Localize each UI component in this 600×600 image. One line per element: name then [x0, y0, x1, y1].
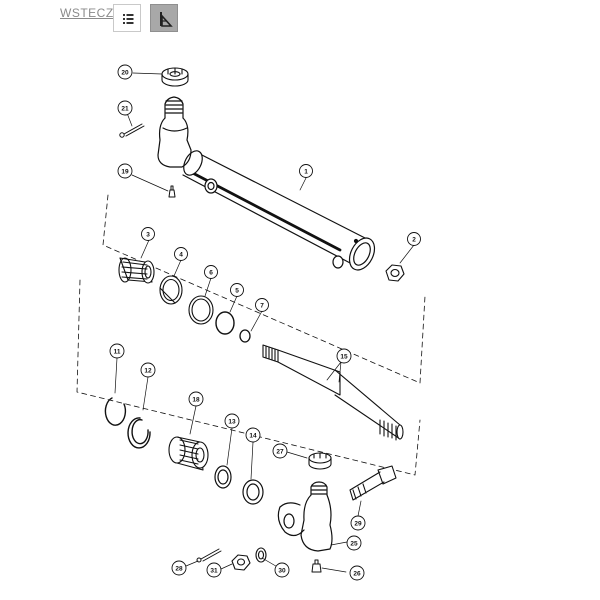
svg-text:6: 6 [209, 270, 213, 277]
callout-27: 27 [272, 443, 288, 459]
part-26-grease-fitting [311, 559, 322, 573]
callout-12: 12 [140, 362, 156, 378]
callout-20: 20 [117, 64, 133, 80]
svg-text:14: 14 [249, 433, 257, 440]
leader-lines [114, 72, 415, 573]
callout-30: 30 [274, 562, 290, 578]
part-28-cotter-pin [196, 548, 222, 563]
svg-text:27: 27 [276, 449, 284, 456]
callout-15: 15 [336, 348, 352, 364]
callout-29: 29 [350, 515, 366, 531]
part-13-seal-ring [214, 465, 232, 489]
svg-text:25: 25 [350, 541, 358, 548]
svg-text:30: 30 [278, 568, 286, 575]
svg-text:15: 15 [340, 354, 348, 361]
svg-text:12: 12 [144, 368, 152, 375]
part-4-seal-ring [159, 275, 183, 305]
callout-18: 18 [188, 391, 204, 407]
svg-text:31: 31 [210, 568, 218, 575]
callout-2: 2 [407, 232, 421, 246]
part-27-castle-nut [308, 452, 332, 470]
callout-6: 6 [204, 265, 218, 279]
back-link[interactable]: WSTECZ [60, 6, 114, 20]
part-12-snap-ring [127, 417, 151, 449]
part-2-hex-nut [385, 264, 405, 282]
list-icon [123, 14, 134, 24]
part-20-castle-nut [161, 67, 189, 87]
diagram-icon [160, 12, 173, 27]
svg-text:28: 28 [175, 566, 183, 573]
part-3-gland [118, 257, 155, 284]
callout-5: 5 [230, 283, 244, 297]
diagram-view-button[interactable] [150, 4, 178, 32]
callout-4: 4 [174, 247, 188, 261]
svg-text:20: 20 [121, 70, 129, 77]
part-31-hex-nut [231, 554, 251, 571]
svg-text:13: 13 [228, 419, 236, 426]
part-1-cylinder-housing [157, 96, 376, 271]
callout-13: 13 [224, 413, 240, 429]
svg-text:7: 7 [260, 303, 264, 310]
callout-31: 31 [206, 562, 222, 578]
callout-25: 25 [346, 535, 362, 551]
part-29-bolt [349, 465, 397, 501]
svg-text:18: 18 [192, 397, 200, 404]
svg-text:5: 5 [235, 288, 239, 295]
part-15-piston-rod [262, 344, 404, 441]
part-30-washer [255, 547, 267, 563]
svg-text:29: 29 [354, 521, 362, 528]
callout-28: 28 [171, 560, 187, 576]
parts-diagram: 20 21 19 1 2 3 4 6 5 7 15 11 12 18 13 14… [76, 64, 426, 581]
callout-labels: 20 21 19 1 2 3 4 6 5 7 15 11 12 18 13 14… [109, 64, 421, 581]
part-21-cotter-pin [119, 123, 145, 138]
callout-11: 11 [109, 343, 125, 359]
svg-text:4: 4 [179, 252, 183, 259]
part-19-grease-fitting [168, 185, 176, 198]
part-7-o-ring [239, 329, 251, 343]
part-25-rod-end [277, 481, 333, 552]
part-6-seal-ring [188, 295, 214, 325]
callout-14: 14 [245, 427, 261, 443]
svg-text:21: 21 [121, 106, 129, 113]
part-14-bushing [242, 479, 264, 505]
part-18-gland [168, 436, 209, 471]
svg-text:26: 26 [353, 571, 361, 578]
svg-text:19: 19 [121, 169, 129, 176]
callout-3: 3 [141, 227, 155, 241]
callout-7: 7 [255, 298, 269, 312]
svg-text:3: 3 [146, 232, 150, 239]
callout-19: 19 [117, 163, 133, 179]
svg-text:2: 2 [412, 237, 416, 244]
list-view-button[interactable] [113, 4, 141, 32]
toolbar: WSTECZ [0, 0, 600, 40]
svg-text:1: 1 [304, 169, 308, 176]
callout-21: 21 [117, 100, 133, 116]
svg-text:11: 11 [114, 349, 121, 356]
seal-kit-outline-lower [76, 279, 421, 476]
callout-1: 1 [299, 164, 313, 178]
callout-26: 26 [349, 565, 365, 581]
part-11-snap-ring [104, 397, 127, 426]
part-5-o-ring [215, 311, 235, 335]
